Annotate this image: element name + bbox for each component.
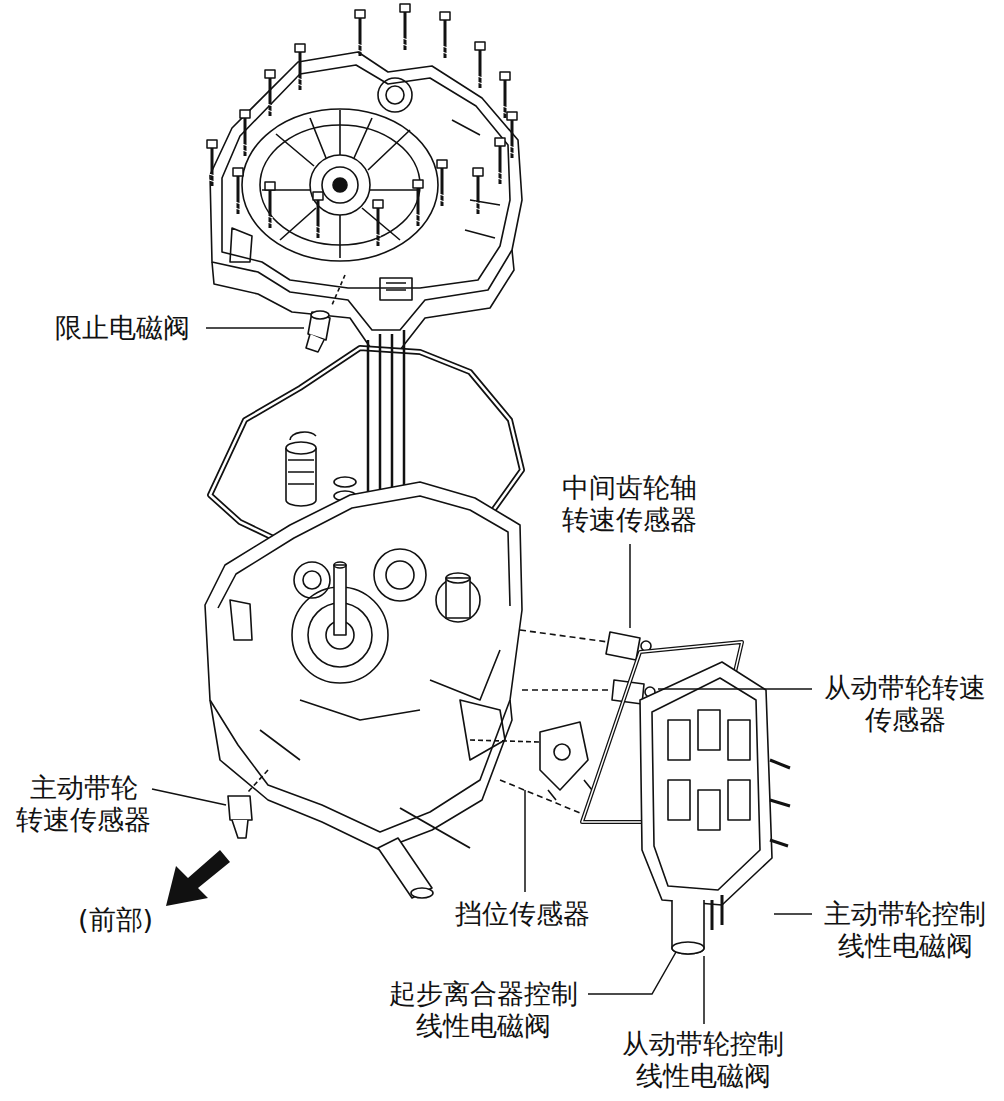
part-label: 挡位传感器 [455, 898, 590, 930]
shift-position-sensor [470, 722, 592, 800]
transmission-cover [210, 52, 522, 350]
cover-bolts [207, 4, 517, 246]
speed-sensors [228, 630, 655, 838]
part-label: 从动带轮转速 传感器 [820, 672, 990, 737]
part-label: 主动带轮控制 线性电磁阀 [820, 898, 990, 963]
part-label: 主动带轮 转速传感器 [12, 772, 155, 837]
direction-label: (前部) [78, 904, 153, 936]
part-label: 中间齿轮轴 转速传感器 [558, 472, 701, 537]
part-label: 从动带轮控制 线性电磁阀 [618, 1028, 788, 1093]
oil-pipe [378, 808, 470, 898]
part-label: 起步离合器控制 线性电磁阀 [385, 978, 582, 1043]
part-label: 限止电磁阀 [55, 312, 190, 344]
front-arrow [166, 850, 230, 906]
limit-solenoid [306, 275, 345, 352]
leader-lines [152, 328, 812, 1024]
transmission-case [205, 482, 522, 850]
